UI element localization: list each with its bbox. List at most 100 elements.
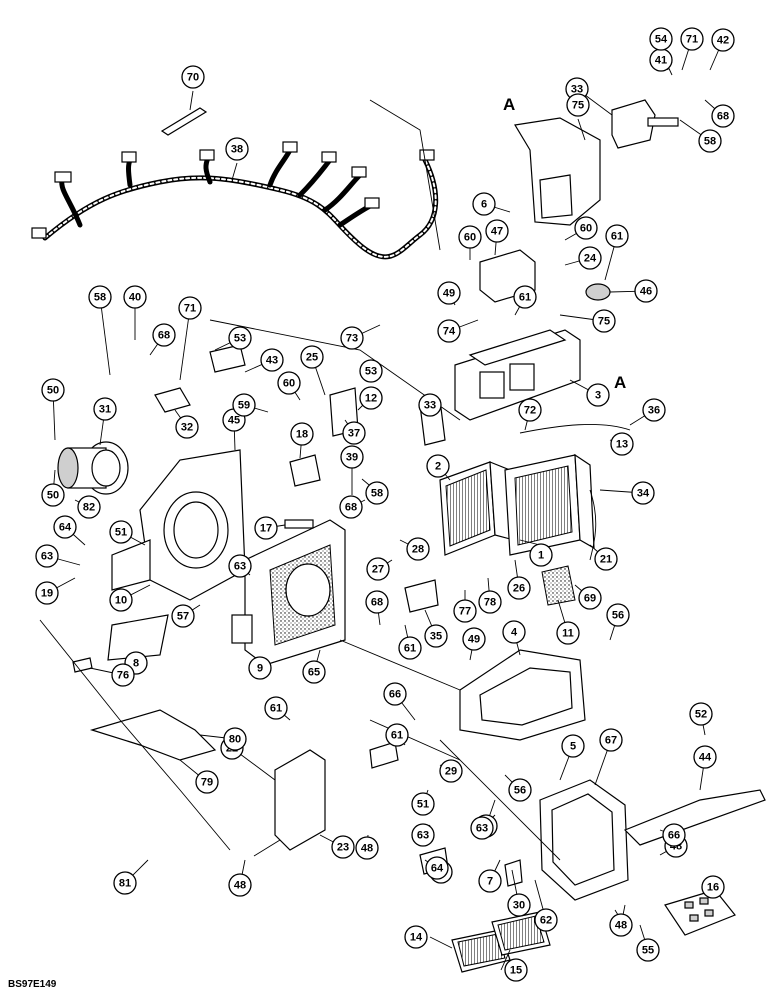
callout-circle <box>529 543 553 567</box>
callout-circle <box>232 393 256 417</box>
callout-number: 51 <box>417 799 429 811</box>
heater-housing <box>231 519 346 666</box>
callout-circle <box>302 660 326 684</box>
callout-46: 46 <box>634 279 658 303</box>
callout-number: 7 <box>487 876 493 888</box>
callout-number: 68 <box>371 597 383 609</box>
callout-circle <box>41 378 65 402</box>
callout-number: 12 <box>365 393 377 405</box>
callout-number: 67 <box>605 735 617 747</box>
callout-12: 12 <box>359 386 383 410</box>
callout-circle <box>175 415 199 439</box>
callout-81: 81 <box>113 871 137 895</box>
callout-number: 61 <box>391 730 403 742</box>
callout-48d: 48 <box>609 913 633 937</box>
callout-circle <box>340 445 364 469</box>
callout-77: 77 <box>453 599 477 623</box>
callout-number: 68 <box>158 330 170 342</box>
callout-circle <box>152 323 176 347</box>
callout-circle <box>228 873 252 897</box>
callout-circle <box>649 27 673 51</box>
callout-circle <box>504 958 528 982</box>
callout-74: 74 <box>437 319 461 343</box>
callout-circle <box>425 856 449 880</box>
callout-circle <box>605 224 629 248</box>
callout-number: 55 <box>642 945 654 957</box>
callout-69: 69 <box>578 586 602 610</box>
mounting-bracket <box>514 117 601 226</box>
bracket-43 <box>209 344 246 373</box>
callout-circle <box>355 836 379 860</box>
callout-75a: 75 <box>566 93 590 117</box>
callout-circle <box>578 586 602 610</box>
callout-circle <box>398 636 422 660</box>
callout-79: 79 <box>195 770 219 794</box>
callout-51b: 51 <box>411 792 435 816</box>
callout-circle <box>88 285 112 309</box>
callout-number: 78 <box>484 597 496 609</box>
callout-circle <box>634 279 658 303</box>
callout-circle <box>518 398 542 422</box>
callout-number: 5 <box>570 741 576 753</box>
callout-25: 25 <box>300 345 324 369</box>
callout-circle <box>35 581 59 605</box>
blower-motor <box>57 441 129 495</box>
callout-number: 53 <box>234 333 246 345</box>
callout-number: 62 <box>540 915 552 927</box>
callout-23: 23 <box>331 835 355 859</box>
callout-circle <box>248 656 272 680</box>
blower-housing <box>111 449 246 601</box>
callout-number: 36 <box>648 405 660 417</box>
callout-58a: 58 <box>88 285 112 309</box>
callout-50a: 50 <box>41 378 65 402</box>
callout-circle <box>178 296 202 320</box>
callout-number: 71 <box>686 34 698 46</box>
callout-72: 72 <box>518 398 542 422</box>
callout-50b: 50 <box>41 483 65 507</box>
callout-circle <box>365 590 389 614</box>
callout-circle <box>698 129 722 153</box>
callout-78: 78 <box>478 590 502 614</box>
callout-number: 50 <box>47 490 59 502</box>
callout-circle <box>711 104 735 128</box>
callout-58c: 58 <box>365 481 389 505</box>
heater-hose <box>589 489 597 561</box>
callout-circle <box>636 938 660 962</box>
callout-circle <box>606 603 630 627</box>
callout-4: 4 <box>502 620 526 644</box>
callout-number: 51 <box>115 527 127 539</box>
callout-51a: 51 <box>109 520 133 544</box>
callout-19: 19 <box>35 581 59 605</box>
upper-housing <box>454 329 581 421</box>
duct-panel <box>623 789 766 846</box>
callout-61e: 61 <box>605 224 629 248</box>
callout-67: 67 <box>599 728 623 752</box>
callout-number: 35 <box>430 631 442 643</box>
callout-70: 70 <box>181 65 205 89</box>
callout-number: 66 <box>668 830 680 842</box>
callout-number: 72 <box>524 405 536 417</box>
bracket-17 <box>284 519 314 529</box>
callout-circle <box>339 495 363 519</box>
callout-number: 76 <box>117 670 129 682</box>
callout-circle <box>437 281 461 305</box>
callout-34: 34 <box>631 481 655 505</box>
callout-circle <box>340 326 364 350</box>
callout-circle <box>534 908 558 932</box>
callout-number: 21 <box>600 554 612 566</box>
callout-42: 42 <box>711 28 735 52</box>
callout-76: 76 <box>111 663 135 687</box>
pressure-switch <box>585 283 611 301</box>
callout-17: 17 <box>254 516 278 540</box>
callout-number: 25 <box>306 352 318 364</box>
callout-circle <box>260 348 284 372</box>
callout-circle <box>365 481 389 505</box>
callout-number: 61 <box>270 703 282 715</box>
callout-number: 66 <box>389 689 401 701</box>
callout-number: 48 <box>234 880 246 892</box>
callout-number: 32 <box>181 422 193 434</box>
callout-circle <box>453 599 477 623</box>
callout-circle <box>300 345 324 369</box>
callout-number: 70 <box>187 72 199 84</box>
callout-10: 10 <box>109 588 133 612</box>
